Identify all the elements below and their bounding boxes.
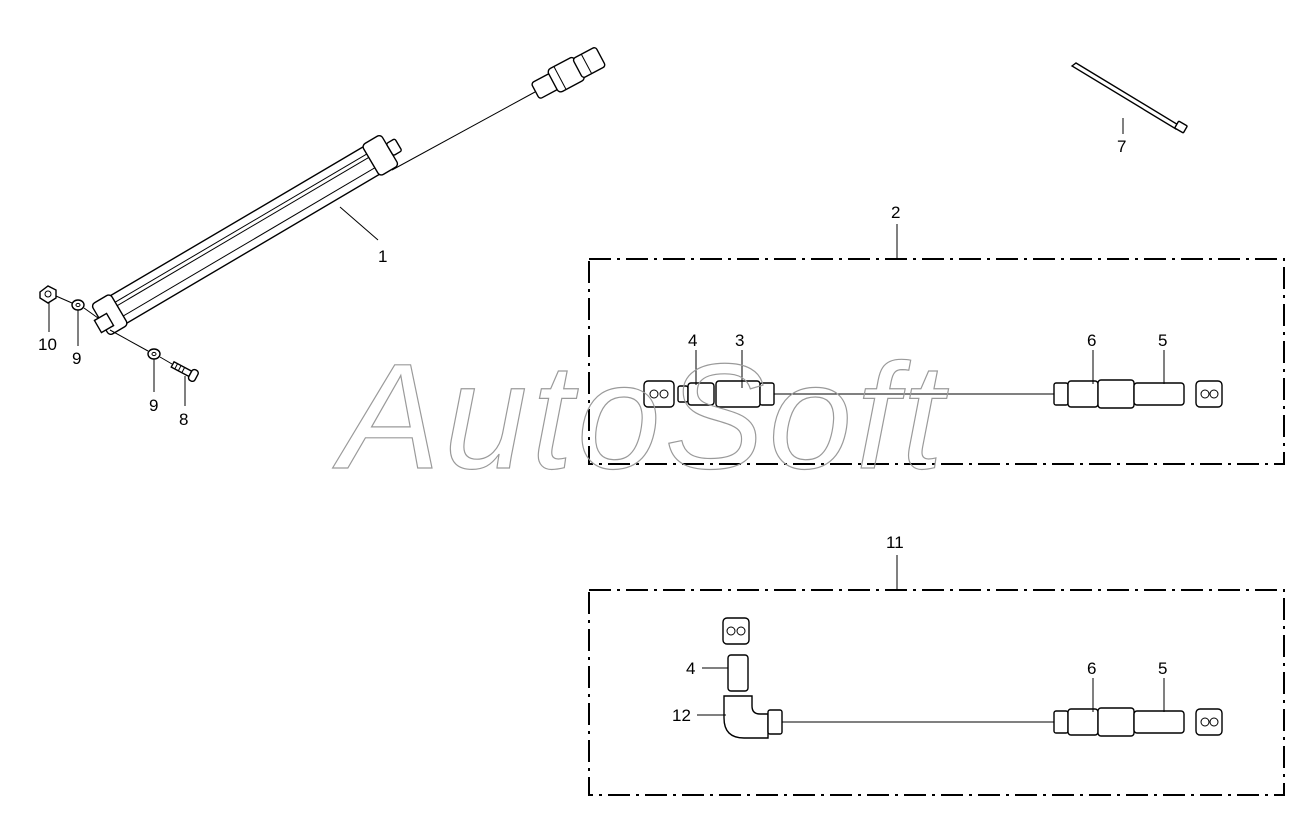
label-4-lower: 4 [686, 659, 695, 678]
kit-2-box [588, 258, 1285, 465]
label-1: 1 [378, 247, 387, 266]
label-5-lower: 5 [1158, 659, 1167, 678]
label-7: 7 [1117, 137, 1126, 156]
label-4-upper: 4 [688, 331, 697, 350]
label-12: 12 [672, 706, 691, 725]
washer-9-upper [71, 299, 85, 311]
cable-tie [1070, 62, 1188, 134]
label-5-upper: 5 [1158, 331, 1167, 350]
label-9-right: 9 [149, 396, 158, 415]
label-8: 8 [179, 410, 188, 429]
watermark: AutoSoft [332, 332, 949, 500]
label-9-left: 9 [72, 349, 81, 368]
bolt-8 [170, 360, 199, 383]
label-6-lower: 6 [1087, 659, 1096, 678]
label-6-upper: 6 [1087, 331, 1096, 350]
washer-9-lower [147, 348, 161, 360]
leader-lines [48, 118, 1165, 716]
harness-2 [643, 379, 1223, 409]
light-bar-assembly [91, 47, 606, 335]
harness-11 [722, 617, 1223, 739]
label-3: 3 [735, 331, 744, 350]
label-10: 10 [38, 335, 57, 354]
nut-10 [39, 285, 57, 304]
label-11: 11 [886, 533, 904, 552]
label-2: 2 [891, 203, 900, 222]
kit-11-box [588, 589, 1285, 796]
